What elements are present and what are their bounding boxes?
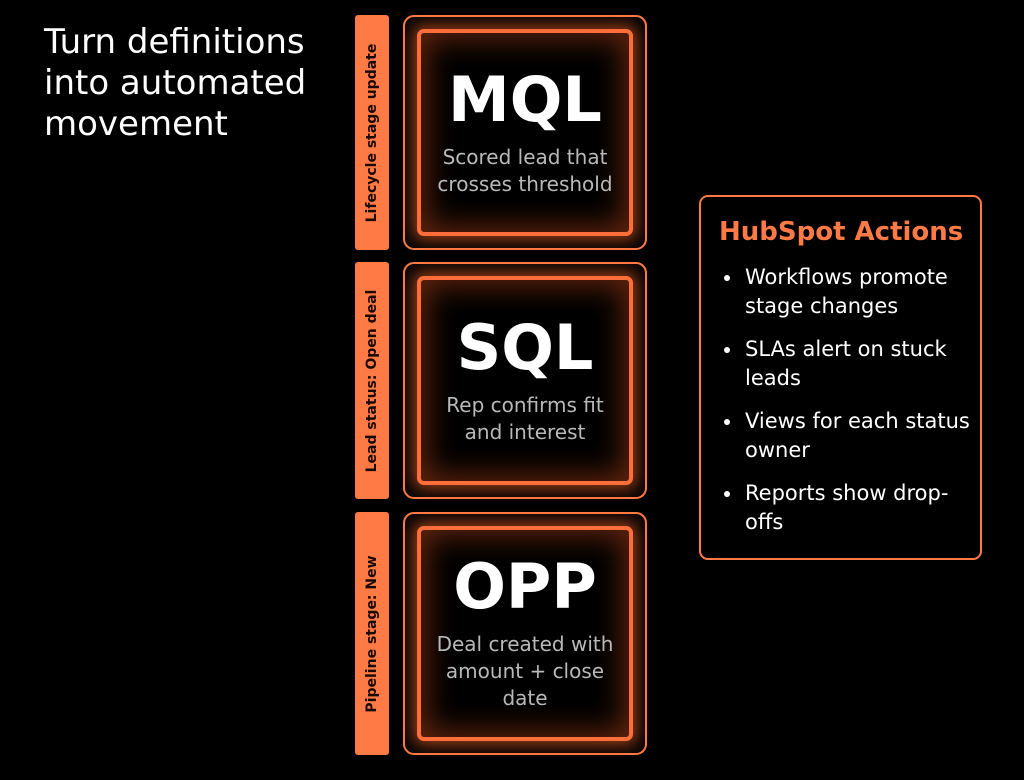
stage-description: Rep confirms fit and interest — [446, 392, 604, 444]
stage-card-opp: OPP Deal created with amount + close dat… — [403, 512, 647, 755]
list-item-text: Views for each status owner — [745, 409, 970, 462]
bullet-icon — [724, 491, 730, 497]
stage-description: Deal created with amount + close date — [436, 632, 614, 710]
stage-tab-pipeline: Pipeline stage: New — [355, 512, 389, 755]
list-item-text: Reports show drop-offs — [745, 481, 949, 534]
stage-description: Scored lead that crosses threshold — [437, 144, 613, 196]
bullet-icon — [724, 275, 730, 281]
list-item: Workflows promote stage changes — [719, 263, 985, 321]
stage-tab-label: Lead status: Open deal — [364, 289, 380, 472]
list-item-text: Workflows promote stage changes — [745, 265, 948, 318]
stage-card-mql: MQL Scored lead that crosses threshold — [403, 15, 647, 250]
stage-card-sql: SQL Rep confirms fit and interest — [403, 262, 647, 499]
bullet-icon — [724, 347, 730, 353]
stage-title: MQL — [448, 62, 602, 136]
list-item: Views for each status owner — [719, 407, 985, 465]
list-item: SLAs alert on stuck leads — [719, 335, 985, 393]
stage-card-inner: SQL Rep confirms fit and interest — [417, 276, 633, 485]
stage-card-inner: MQL Scored lead that crosses threshold — [417, 29, 633, 236]
actions-title: HubSpot Actions — [719, 217, 964, 247]
stage-tab-label: Lifecycle stage update — [364, 43, 380, 222]
stage-tab-label: Pipeline stage: New — [364, 554, 380, 713]
list-item-text: SLAs alert on stuck leads — [745, 337, 947, 390]
bullet-icon — [724, 419, 730, 425]
page-headline: Turn definitions into automated movement — [44, 22, 307, 144]
stage-tab-lead-status: Lead status: Open deal — [355, 262, 389, 499]
stage-card-inner: OPP Deal created with amount + close dat… — [417, 526, 633, 741]
hubspot-actions-panel: HubSpot Actions Workflows promote stage … — [699, 195, 982, 560]
stage-title: SQL — [456, 310, 594, 384]
actions-list: Workflows promote stage changes SLAs ale… — [719, 263, 980, 537]
stage-tab-lifecycle: Lifecycle stage update — [355, 15, 389, 250]
stage-title: OPP — [453, 550, 597, 623]
list-item: Reports show drop-offs — [719, 479, 985, 537]
